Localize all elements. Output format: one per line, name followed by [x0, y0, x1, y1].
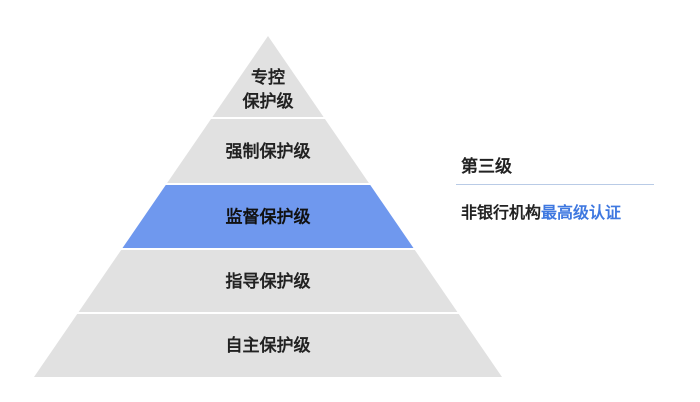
pyramid-level-4-label: 指导保护级: [226, 271, 311, 292]
pyramid-level-5-label: 自主保护级: [226, 335, 311, 356]
pyramid-level-3-label: 监督保护级: [226, 207, 311, 228]
pyramid-level-3: [121, 184, 415, 249]
legend-title: 第三级: [461, 157, 512, 177]
pyramid-level-2-label: 强制保护级: [226, 141, 311, 162]
legend-description-highlight: 最高级认证: [541, 203, 622, 222]
pyramid-level-2: [166, 118, 370, 184]
pyramid-level-1: [211, 36, 325, 118]
legend-description: 非银行机构最高级认证: [461, 199, 621, 223]
pyramid-level-4: [77, 249, 459, 313]
pyramid-level-1-label: 专控: [251, 67, 285, 88]
legend-description-prefix: 非银行机构: [461, 203, 542, 222]
legend-divider: [456, 184, 654, 185]
pyramid-level-1-label: 保护级: [242, 91, 294, 112]
pyramid-level-5: [34, 313, 502, 377]
